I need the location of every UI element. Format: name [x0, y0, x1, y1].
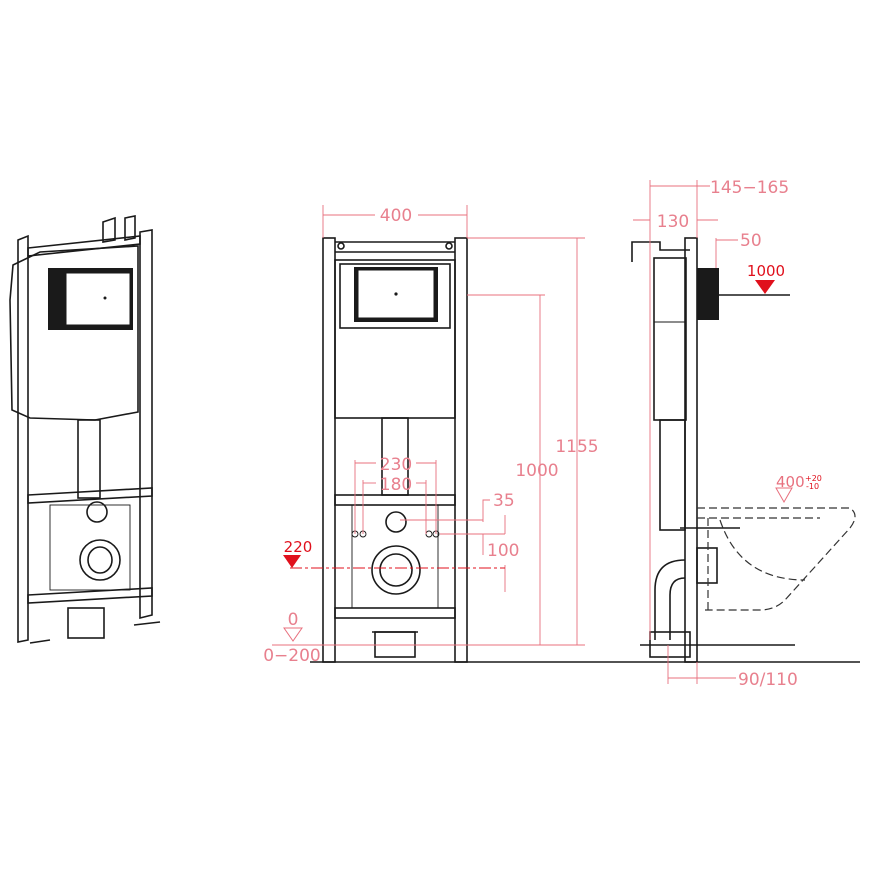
dim-offset-35: 35 [493, 491, 515, 511]
dim-width-400: 400 [380, 206, 412, 226]
dim-height-1000: 1000 [515, 461, 558, 481]
seat-tol-minus: -10 [806, 482, 819, 491]
dim-bolt-180: 180 [380, 475, 412, 495]
front-dimensions: 400 1155 1000 230 180 35 100 220 0 0−200 [263, 205, 599, 666]
side-view [631, 237, 856, 663]
level-seat-400: 400 [776, 473, 805, 491]
isometric-view [9, 215, 161, 644]
side-dimensions: 145−165 130 50 1000 400 +20 -10 90/110 [633, 178, 822, 690]
level-marker-220-icon [283, 555, 301, 568]
dim-bolt-230: 230 [380, 455, 412, 475]
dim-depth-130: 130 [657, 212, 689, 232]
dim-offset-50: 50 [740, 231, 762, 251]
seat-tol-plus: +20 [805, 474, 822, 483]
dim-offset-100: 100 [487, 541, 519, 561]
dim-depth-145-165: 145−165 [710, 178, 789, 198]
dim-outlet-90-110: 90/110 [738, 670, 798, 690]
floor-adjust-range: 0−200 [263, 646, 321, 666]
level-flush-1000: 1000 [747, 262, 785, 280]
front-view [310, 237, 860, 663]
level-marker-1000-icon [755, 280, 775, 294]
level-outlet-220: 220 [284, 538, 313, 556]
level-marker-400-icon [775, 487, 793, 504]
dim-height-1155: 1155 [555, 437, 598, 457]
level-floor-0: 0 [288, 610, 299, 630]
level-marker-0-icon [283, 627, 303, 642]
